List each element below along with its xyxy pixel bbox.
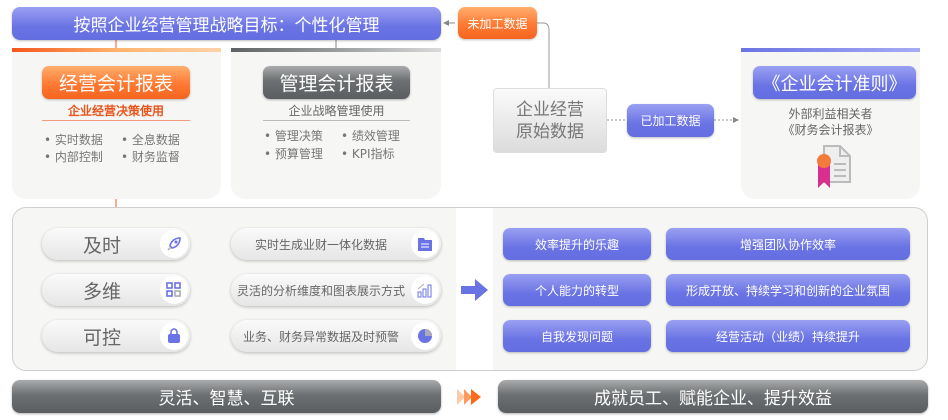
unprocessed-data-tag: 未加工数据 xyxy=(458,7,537,39)
pie-chart-icon xyxy=(411,322,439,350)
raw-data-line2: 原始数据 xyxy=(516,121,584,142)
strategy-banner: 按照企业经营管理战略目标：个性化管理 xyxy=(12,7,441,40)
bullet: • 预算管理 xyxy=(264,147,323,161)
bullet: • 财务监督 xyxy=(121,150,180,164)
bullet: • 全息数据 xyxy=(121,133,180,147)
certificate-icon xyxy=(817,145,851,188)
raw-data-box: 企业经营 原始数据 xyxy=(493,88,607,153)
raw-to-unprocessed-line xyxy=(537,22,550,88)
feature-desc: 灵活的分析维度和图表展示方式 xyxy=(236,283,405,298)
feature-desc-pill: 灵活的分析维度和图表展示方式 xyxy=(231,274,441,306)
bullet: • 内部控制 xyxy=(44,150,103,164)
benefit-item: 形成开放、持续学习和创新的企业氛围 xyxy=(666,274,910,306)
divider xyxy=(263,120,410,121)
right-arrow-icon xyxy=(461,279,488,301)
feature-pill: 多维 xyxy=(42,274,190,306)
folder-icon xyxy=(411,230,439,258)
operating-report-title: 经营会计报表 xyxy=(42,66,190,99)
feature-pill: 可控 xyxy=(42,320,190,352)
benefit-item: 个人能力的转型 xyxy=(503,274,651,306)
feature-desc: 实时生成业财一体化数据 xyxy=(254,237,387,252)
feature-desc: 业务、财务异常数据及时预警 xyxy=(242,329,399,344)
processed-data-tag: 已加工数据 xyxy=(627,104,714,137)
bullet: • KPI指标 xyxy=(341,147,395,161)
bullet: • 实时数据 xyxy=(44,133,103,147)
accounting-standard-title: 《企业会计准则》 xyxy=(753,66,916,99)
operating-report-subtitle: 企业经营决策使用 xyxy=(67,104,164,118)
stakeholders-text: 外部利益相关者 xyxy=(788,107,873,121)
feature-desc-pill: 业务、财务异常数据及时预警 xyxy=(231,320,441,352)
qr-grid-icon xyxy=(160,276,188,304)
financial-report-text: 《财务会计报表》 xyxy=(782,123,879,137)
rocket-icon xyxy=(160,230,188,258)
management-report-subtitle: 企业战略管理使用 xyxy=(288,104,385,118)
bar-chart-icon xyxy=(411,276,439,304)
feature-label: 可控 xyxy=(82,326,121,349)
raw-data-line1: 企业经营 xyxy=(516,99,584,120)
feature-label: 及时 xyxy=(82,234,121,257)
feature-desc-pill: 实时生成业财一体化数据 xyxy=(231,228,441,260)
benefit-item: 经营活动（业绩）持续提升 xyxy=(666,320,910,352)
lock-icon xyxy=(160,322,188,350)
bottom-right-banner: 成就员工、赋能企业、提升效益 xyxy=(498,380,928,413)
bottom-left-banner: 灵活、智慧、互联 xyxy=(12,380,441,413)
triple-arrow-icon xyxy=(457,389,481,405)
feature-pill: 及时 xyxy=(42,228,190,260)
benefit-item: 效率提升的乐趣 xyxy=(503,228,651,260)
benefit-item: 自我发现问题 xyxy=(503,320,651,352)
benefit-item: 增强团队协作效率 xyxy=(666,228,910,260)
feature-label: 多维 xyxy=(82,280,121,303)
management-report-title: 管理会计报表 xyxy=(263,66,410,99)
bullet: • 绩效管理 xyxy=(341,129,400,143)
bullet: • 管理决策 xyxy=(264,129,323,143)
divider xyxy=(42,120,190,121)
